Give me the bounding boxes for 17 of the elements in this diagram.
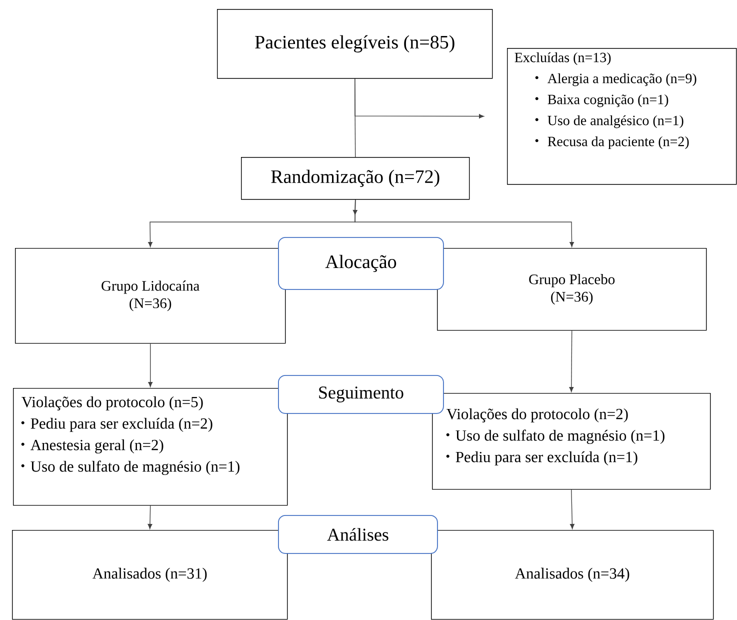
list-box: Excluídas (n=13) Alergia a medicação (n=9) Baixa cognição (n=1) Uso de analgésico (n=1) Recusa da paciente (n=2): [507, 48, 737, 185]
arrow: [148, 343, 153, 388]
arrow: [570, 489, 574, 530]
stage-label: Análises: [278, 514, 438, 554]
list-box: Violações do protocolo (n=5) Pediu para ser excluída (n=2) Anestesia geral (n=2) Uso de sulfato de magnésio (n=1): [13, 388, 288, 506]
arrow: [569, 330, 574, 392]
arrow: [352, 199, 358, 216]
arrow: [148, 505, 152, 530]
process-box: Analisados (n=31): [12, 530, 288, 620]
process-box: Randomização (n=72): [241, 157, 470, 200]
process-box: Grupo Placebo (N=36): [437, 248, 707, 331]
list-box: Violações do protocolo (n=2) Uso de sulfato de magnésio (n=1) Pediu para ser excluída (n=1): [432, 392, 711, 490]
stage-label: Alocação: [278, 236, 444, 290]
process-box: Grupo Lidocaína (N=36): [15, 248, 286, 344]
stage-label: Seguimento: [278, 374, 444, 414]
process-box: Analisados (n=34): [431, 530, 714, 620]
process-box: Pacientes elegíveis (n=85): [217, 9, 493, 79]
